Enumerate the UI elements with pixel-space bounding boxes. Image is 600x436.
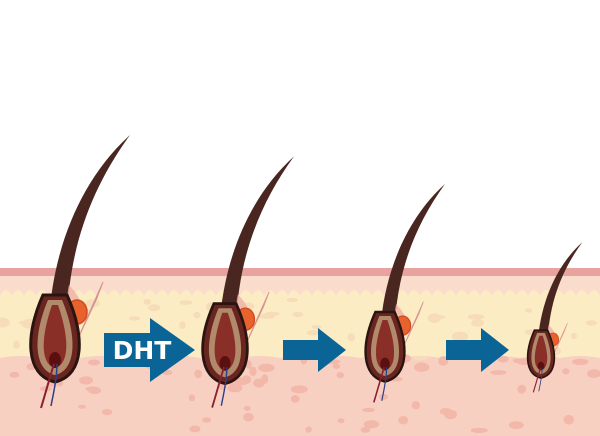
skin-cell [88, 359, 100, 366]
skin-cell [143, 298, 151, 305]
skin-cell [188, 394, 196, 402]
skin-cell [305, 426, 312, 433]
skin-cell [128, 316, 141, 321]
skin-cell [525, 308, 533, 313]
skin-cell [0, 317, 10, 328]
skin-cell [306, 330, 320, 336]
skin-cell [517, 384, 527, 394]
skin-cell [78, 404, 86, 409]
skin-cell [179, 300, 193, 305]
skin-cell [85, 299, 100, 308]
skin-cell [332, 363, 341, 369]
arrow-right-icon [283, 328, 346, 372]
skin-cell [18, 320, 26, 325]
skin-cell [253, 378, 265, 388]
skin-cell [467, 314, 485, 320]
skin-cell [249, 366, 257, 376]
skin-cell [451, 331, 469, 342]
skin-cell [286, 298, 299, 303]
skin-cell [563, 414, 575, 425]
skin-cell [412, 355, 429, 361]
skin-cell [438, 356, 449, 366]
skin-cell [292, 311, 304, 318]
skin-cell [189, 425, 201, 433]
skin-cell [264, 311, 280, 317]
skin-cell [337, 418, 345, 424]
skin-cell [233, 377, 249, 386]
skin-cell [587, 369, 600, 379]
skin-cell [336, 371, 345, 379]
skin-cell [347, 333, 356, 342]
skin-cell [427, 313, 441, 323]
skin-cell [378, 393, 389, 400]
skin-cell [227, 383, 243, 393]
skin-cell [585, 320, 598, 326]
skin-cell [243, 405, 251, 411]
skin-cell [194, 369, 203, 379]
skin-cell [258, 363, 275, 372]
skin-cell [202, 417, 212, 423]
skin-cell [78, 376, 94, 385]
dht-label: DHT [113, 336, 172, 365]
skin-cell [101, 408, 113, 416]
dht-arrow: DHT [104, 318, 195, 382]
skin-cell [571, 358, 589, 366]
skin-cell [363, 420, 380, 429]
epidermis-top-line [0, 268, 600, 276]
skin-cell [290, 385, 308, 394]
skin-cell [471, 319, 485, 327]
skin-cell [193, 311, 201, 319]
skin-cell [398, 416, 409, 425]
skin-cell [490, 370, 507, 375]
skin-cell [508, 421, 524, 430]
skin-cell [570, 332, 577, 340]
skin-cell [411, 401, 421, 410]
skin-cell [444, 409, 458, 420]
skin-cell [290, 394, 300, 403]
skin-cell [362, 407, 375, 413]
skin-cell [470, 427, 488, 434]
arrow-right-icon [446, 328, 509, 372]
skin-cell [360, 426, 371, 433]
skin-cell [243, 412, 254, 422]
skin-cell [148, 304, 161, 312]
skin-cell [562, 368, 570, 375]
skin-cell [413, 362, 430, 372]
skin-cell [179, 321, 186, 329]
skin-cell [311, 324, 322, 330]
skin-cell [85, 386, 100, 392]
skin-cell [9, 371, 20, 378]
skin-cell [497, 355, 509, 363]
skin-cell [13, 340, 20, 349]
skin-cell [512, 358, 524, 363]
